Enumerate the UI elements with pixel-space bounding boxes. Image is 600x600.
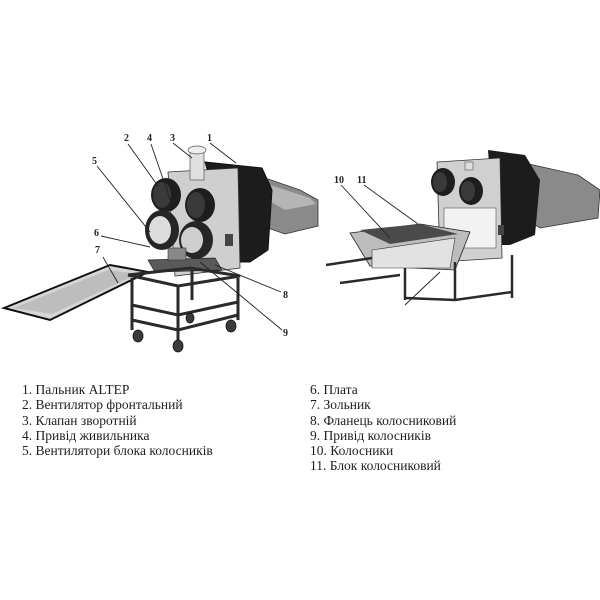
callout-7: 7: [95, 245, 100, 256]
callout-3: 3: [170, 133, 175, 144]
callout-8: 8: [283, 290, 288, 301]
callout-1: 1: [207, 133, 212, 144]
callout-6: 6: [94, 228, 99, 239]
callout-10: 10: [334, 175, 344, 186]
callout-11: 11: [357, 175, 367, 186]
legend-item-8: 8. Фланець колосниковий: [310, 412, 457, 428]
callout-5: 5: [92, 156, 97, 167]
legend-item-2: 2. Вентилятор фронтальний: [22, 397, 183, 413]
legend-item-9: 9. Привід колосників: [310, 427, 431, 443]
technical-drawing: [0, 142, 600, 353]
legend-right-column: 6. Плата 7. Зольник 8. Фланець колоснико…: [310, 382, 456, 474]
right-assembly-view: [325, 150, 600, 306]
legend-left-column: 1. Пальник ALTEP 2. Вентилятор фронтальн…: [22, 382, 213, 458]
callout-2: 2: [124, 133, 129, 144]
burner-assembly-figure: 1 2 3 4 5 6 7 8 9 10 11: [0, 133, 600, 353]
legend-item-4: 4. Привід живильника: [22, 427, 150, 443]
legend-item-1: 1. Пальник ALTEP: [22, 382, 130, 397]
left-assembly-view: [0, 142, 319, 353]
legend-item-6: 6. Плата: [310, 382, 358, 397]
legend-item-5: 5. Вентилятори блока колосників: [22, 443, 213, 459]
legend-item-10: 10. Колосники: [310, 443, 394, 459]
callout-9: 9: [283, 328, 288, 339]
legend-item-3: 3. Клапан зворотній: [22, 412, 137, 428]
legend-item-7: 7. Зольник: [310, 397, 371, 413]
legend-item-11: 11. Блок колосниковий: [310, 458, 441, 474]
callout-4: 4: [147, 133, 152, 144]
